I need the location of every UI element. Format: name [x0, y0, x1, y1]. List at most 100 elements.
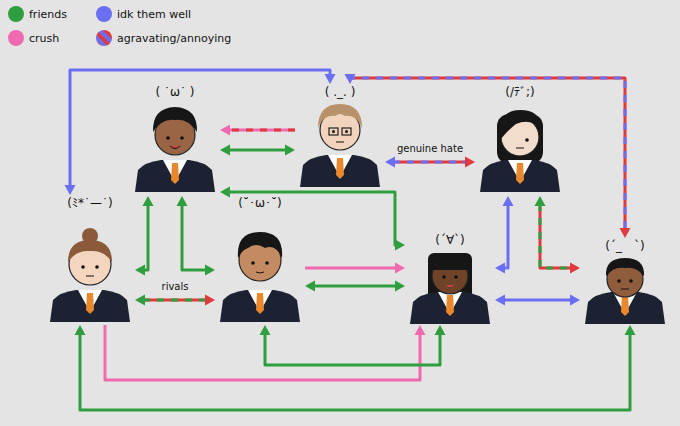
- relation-line: [503, 299, 572, 302]
- arrow-head: [345, 74, 356, 84]
- relation-arrow: [220, 125, 295, 136]
- arrow-head: [65, 185, 76, 195]
- arrow-head: [177, 196, 188, 206]
- relation-line: [105, 325, 420, 380]
- arrow-head: [570, 263, 580, 274]
- arrow-head: [220, 187, 230, 198]
- arrow-head: [143, 196, 154, 206]
- arrow-head: [135, 265, 145, 276]
- legend-label: crush: [29, 32, 59, 45]
- legend-entry: friends: [8, 6, 67, 22]
- arrow-head: [625, 325, 636, 335]
- relation-arrow: [495, 196, 514, 274]
- relation-arrow: [495, 295, 580, 306]
- relation-arrow: [177, 196, 216, 276]
- legend-entry: crush: [8, 30, 59, 46]
- relation-line: [393, 161, 467, 164]
- relation-line: [70, 70, 330, 187]
- relation-arrow: [305, 281, 405, 292]
- arrow-head: [220, 145, 230, 156]
- legend-label: agravating/annoying: [117, 32, 231, 45]
- relation-stripe: [350, 76, 625, 230]
- legend-swatch: [8, 30, 24, 46]
- edge-label: genuine hate: [395, 143, 465, 155]
- kaomoji: (/ﾃﾞ;): [475, 84, 565, 100]
- relation-stripe: [393, 161, 467, 164]
- relation-arrow: [345, 74, 631, 238]
- character-node: (˘･ω･˘): [215, 195, 305, 325]
- relation-arrow: [305, 263, 405, 274]
- kaomoji: ( ˙ω˙ ): [130, 84, 220, 100]
- arrow-head: [285, 145, 295, 156]
- arrow-head: [395, 281, 405, 292]
- kaomoji: (ﾐ*˙—˙): [45, 195, 135, 211]
- legend-swatch: [96, 6, 112, 22]
- legend-label: friends: [29, 8, 67, 21]
- character-figure: [135, 107, 215, 192]
- arrow-head: [135, 295, 145, 306]
- arrow-head: [415, 325, 426, 335]
- relation-line: [305, 267, 397, 270]
- legend-label: idk them well: [117, 8, 191, 21]
- arrow-head: [465, 157, 475, 168]
- arrow-head: [435, 325, 446, 335]
- character-figure: [585, 258, 665, 324]
- arrow-head: [570, 295, 580, 306]
- relation-arrow: [75, 325, 636, 410]
- relation-line: [143, 299, 207, 302]
- arrow-head: [495, 263, 505, 274]
- relation-line: [143, 204, 148, 270]
- arrow-head: [75, 325, 86, 335]
- relation-line: [350, 76, 625, 230]
- relation-line: [182, 204, 207, 270]
- arrow-head: [395, 240, 405, 251]
- arrow-head: [205, 265, 215, 276]
- relation-arrow: [135, 295, 215, 306]
- character-node: (ﾐ*˙—˙): [45, 195, 135, 325]
- arrow-head: [385, 157, 395, 168]
- relation-arrow: [260, 325, 446, 365]
- character-figure: [220, 232, 300, 322]
- arrow-head: [220, 125, 230, 136]
- relation-arrow: [535, 196, 581, 274]
- character-figure: [50, 228, 130, 322]
- relation-line: [540, 204, 572, 268]
- arrow-head: [503, 196, 514, 206]
- relation-stripe: [540, 204, 572, 268]
- relation-line: [265, 333, 440, 365]
- relation-line: [313, 285, 397, 288]
- character-node: (´_ゝ`): [580, 238, 670, 325]
- relation-line: [503, 204, 508, 268]
- character-node: ( ._. ): [295, 84, 385, 188]
- kaomoji: ( ._. ): [295, 84, 385, 100]
- arrow-head: [495, 295, 505, 306]
- relation-arrow: [220, 145, 295, 156]
- kaomoji: (´∀`): [405, 232, 495, 248]
- legend-swatch: [96, 30, 112, 46]
- character-node: (´∀`): [405, 232, 495, 325]
- legend-swatch: [8, 6, 24, 22]
- relation-arrow: [385, 157, 475, 168]
- edge-label: rivals: [160, 281, 191, 293]
- character-figure: [410, 253, 490, 324]
- relation-stripe: [143, 299, 207, 302]
- arrow-head: [205, 295, 215, 306]
- character-figure: [480, 110, 560, 192]
- kaomoji: (˘･ω･˘): [215, 195, 305, 211]
- arrow-head: [325, 74, 336, 84]
- arrow-head: [620, 228, 631, 238]
- arrow-head: [260, 325, 271, 335]
- legend-entry: agravating/annoying: [96, 30, 231, 46]
- kaomoji: (´_ゝ`): [580, 238, 670, 254]
- relation-stripe: [228, 129, 295, 132]
- relation-line: [228, 129, 295, 132]
- relation-line: [80, 333, 630, 410]
- legend-entry: idk them well: [96, 6, 191, 22]
- arrow-head: [535, 196, 546, 206]
- character-figure: [300, 104, 380, 187]
- relation-arrow: [135, 196, 154, 276]
- relation-line: [228, 149, 287, 152]
- character-node: (/ﾃﾞ;): [475, 84, 565, 196]
